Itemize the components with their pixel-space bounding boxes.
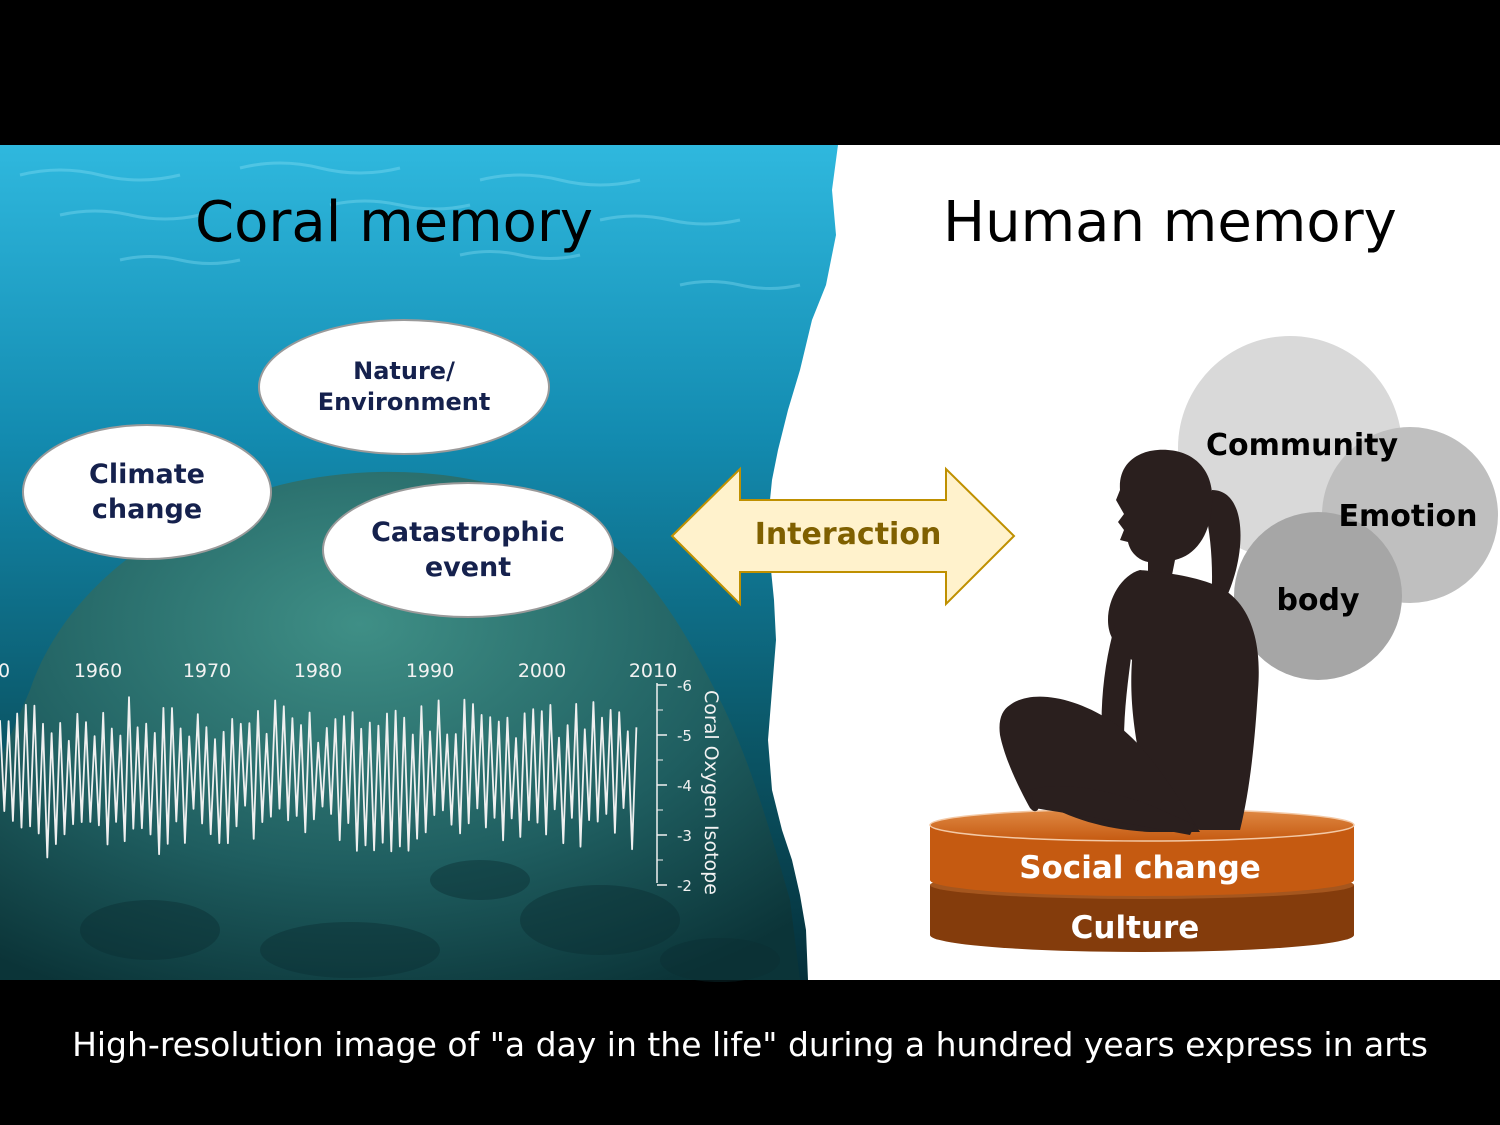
- year-tick-label: 1990: [406, 660, 454, 682]
- catastrophic-event-bubble: Catastrophic event: [322, 482, 614, 618]
- isotope-tick-label: -2: [677, 877, 692, 895]
- interaction-arrow: [670, 466, 1016, 607]
- isotope-tick-label: -3: [677, 827, 692, 845]
- bubble-line: Climate: [89, 458, 205, 490]
- coral-memory-title: Coral memory: [195, 190, 594, 255]
- culture-label: Culture: [1071, 910, 1200, 946]
- emotion-label: Emotion: [1339, 499, 1478, 534]
- human-memory-title: Human memory: [943, 190, 1397, 255]
- bubble-line: event: [424, 552, 512, 583]
- top-band: [0, 0, 1500, 145]
- body-circle: [1234, 512, 1402, 680]
- body-label: body: [1276, 583, 1360, 618]
- coral-texture: [80, 860, 780, 982]
- year-tick-label: 2010: [629, 660, 677, 682]
- bubble-line: change: [91, 494, 203, 525]
- bubble-line: Catastrophic: [371, 516, 565, 548]
- bubble-line: Nature/: [353, 356, 455, 385]
- social-change-label: Social change: [1019, 850, 1261, 886]
- year-tick-label: 2000: [518, 660, 566, 682]
- interaction-label: Interaction: [755, 517, 942, 552]
- year-tick-label: 1980: [294, 660, 342, 682]
- isotope-tick-label: -4: [677, 777, 692, 795]
- climate-change-bubble: Climate change: [22, 424, 272, 560]
- year-tick-label: 1960: [74, 660, 122, 682]
- water-ripples: [19, 161, 801, 290]
- isotope-tick-label: -5: [677, 727, 692, 745]
- seated-woman-silhouette: [999, 449, 1259, 835]
- bubble-line: Environment: [317, 388, 491, 416]
- isotope-axis-label: Coral Oxygen Isotope: [700, 690, 722, 895]
- coral-mound: [0, 471, 800, 980]
- nature-environment-bubble: Nature/ Environment: [258, 319, 550, 455]
- year-tick-label: 0: [0, 660, 10, 682]
- caption: High-resolution image of "a day in the l…: [72, 1025, 1428, 1064]
- year-tick-label: 1970: [183, 660, 231, 682]
- isotope-tick-label: -6: [677, 677, 692, 695]
- isotope-chart: 0 1960 1970 1980 1990 2000 2010 -6 -5 -4 -3 -2 Cor…: [0, 660, 722, 895]
- isotope-signal-line: [0, 696, 638, 859]
- community-label: Community: [1206, 428, 1398, 463]
